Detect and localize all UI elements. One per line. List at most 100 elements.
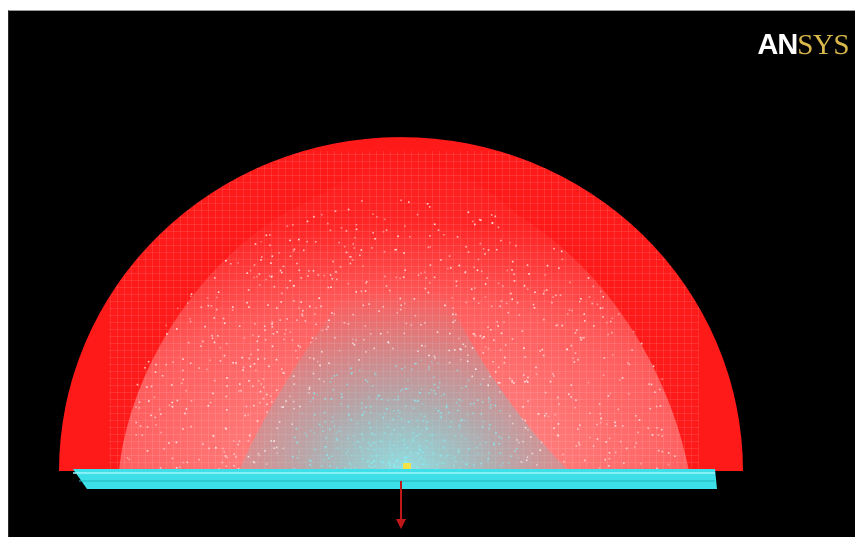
mesh-node [554,414,556,416]
mesh-node [657,434,660,436]
mesh-node [298,238,300,241]
mesh-node [241,356,243,359]
mesh-node [321,213,323,216]
mesh-node [300,301,302,303]
mesh-node [535,366,537,369]
mesh-node [382,416,385,419]
mesh-node [511,298,513,300]
mesh-node [182,428,184,430]
mesh-node [222,447,224,450]
mesh-node [347,282,350,285]
mesh-node [209,401,212,404]
mesh-node [253,276,256,279]
mesh-node [412,439,414,441]
mesh-node [557,434,560,437]
mesh-node [320,305,322,308]
mesh-node [146,426,149,428]
mesh-node [575,399,577,401]
mesh-node [353,443,355,445]
mesh-node [399,277,401,280]
mesh-node [607,333,609,336]
mesh-node [373,465,376,467]
mesh-node [539,350,541,352]
mesh-node [328,362,330,364]
mesh-node [514,450,516,452]
mesh-node [433,223,436,226]
mesh-node [289,239,291,242]
mesh-node [427,463,430,466]
mesh-node [361,414,363,416]
mesh-node [243,337,246,339]
mesh-node [189,362,192,364]
mesh-node [470,288,473,290]
mesh-node [454,319,456,322]
mesh-node [374,442,376,444]
mesh-node [609,392,612,395]
mesh-node [315,323,317,326]
mesh-node [348,414,350,416]
mesh-node [372,232,374,234]
mesh-node [659,405,662,407]
mesh-node [318,297,320,299]
mesh-node [182,378,184,381]
mesh-node [260,383,263,385]
mesh-node [473,266,475,269]
mesh-node [549,380,552,383]
mesh-node [350,256,353,258]
mesh-node [440,415,442,418]
mesh-node [371,247,373,249]
mesh-node [378,413,381,416]
mesh-node [551,301,553,304]
mesh-node [292,375,295,377]
mesh-node [267,304,269,306]
mesh-node [457,409,459,412]
mesh-node [364,290,367,292]
mesh-node [144,367,146,369]
mesh-node [481,425,484,427]
load-point-marker [403,463,411,469]
mesh-node [499,391,501,393]
mesh-node [347,405,349,408]
mesh-node [450,267,452,269]
cyan-mesh-region [239,211,569,471]
mesh-node [388,467,391,470]
mesh-node [231,309,234,311]
mesh-node [293,248,296,251]
mesh-node [611,331,613,334]
mesh-node [562,453,564,456]
mesh-node [328,319,330,322]
mesh-node [589,412,591,415]
mesh-node [599,413,602,415]
mesh-node [350,464,353,466]
mesh-node [499,452,502,454]
mesh-node [315,306,317,309]
mesh-node [265,278,267,281]
mesh-node [455,280,458,283]
mesh-node [415,452,418,455]
mesh-node [442,462,445,464]
mesh-node [312,372,315,375]
mesh-node [405,405,407,407]
mesh-node [416,419,419,422]
mesh-node [574,332,577,334]
mesh-node [436,331,439,333]
logo-text-an: AN [757,29,798,61]
mesh-node [382,461,385,464]
mesh-node [292,284,295,287]
mesh-node [372,213,374,215]
mesh-node [462,343,465,346]
mesh-node [400,304,402,307]
mesh-node [331,312,333,314]
graphics-viewport[interactable]: ANSYS [8,10,855,537]
mesh-node [422,451,424,454]
mesh-node [442,439,444,441]
mesh-node [453,456,456,459]
mesh-node [355,339,358,341]
mesh-node [296,441,298,444]
mesh-node [253,363,256,365]
mesh-node [394,466,396,469]
mesh-node [371,455,374,457]
mesh-node [602,374,605,376]
mesh-node [527,400,529,402]
mesh-node [264,329,266,331]
